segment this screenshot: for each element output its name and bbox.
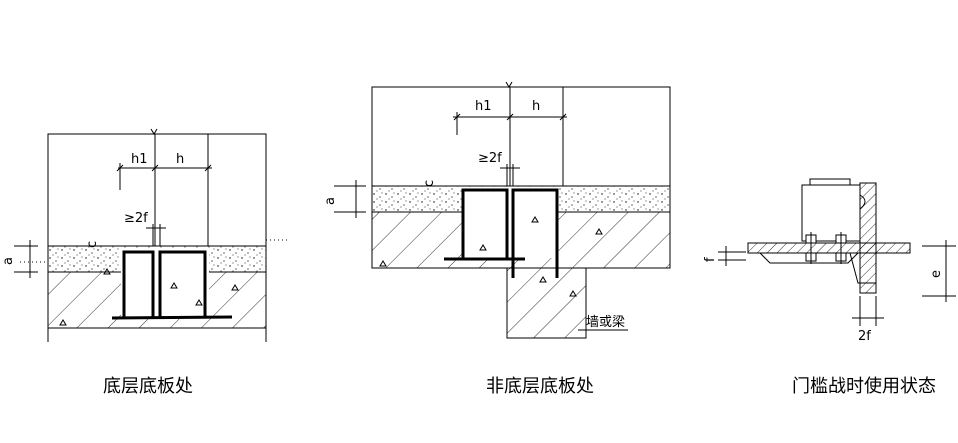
caption-threshold-wartime: 门槛战时使用状态 <box>792 376 936 397</box>
dimension-f: f <box>703 246 746 266</box>
dimension-a: a <box>323 180 366 218</box>
dimension-gap: ≥2f <box>478 151 520 186</box>
dimension-h1-h: h1 h <box>453 99 567 135</box>
threshold-steel-bars <box>444 188 559 278</box>
label-gap: ≥2f <box>124 211 148 226</box>
label-h1: h1 <box>131 152 148 167</box>
dimension-e: e <box>922 240 956 302</box>
label-a: a <box>323 197 338 205</box>
dimension-a: a <box>1 240 38 278</box>
door-frame-outline <box>47 128 267 246</box>
wall-or-beam <box>506 267 587 339</box>
beam-callout: 墙或梁 <box>578 315 628 331</box>
caption-ground-floor: 底层底板处 <box>103 376 193 397</box>
label-c: c <box>85 241 100 248</box>
label-a: a <box>1 257 16 265</box>
label-f: f <box>703 257 718 262</box>
dimension-gap: ≥2f <box>124 211 166 246</box>
label-e: e <box>929 270 944 278</box>
label-c: c <box>422 180 437 187</box>
label-gap: ≥2f <box>478 151 502 166</box>
threshold-steel-bars <box>111 250 233 320</box>
label-2f: 2f <box>858 329 871 344</box>
door-frame-outline <box>371 81 671 186</box>
caption-upper-floor: 非底层底板处 <box>486 376 594 397</box>
panel-ground-floor-slab: h1 h ≥2f c a 底层底板处 <box>1 128 290 397</box>
label-h: h <box>532 99 540 114</box>
dimension-2f: 2f <box>852 296 884 344</box>
panel-threshold-wartime: f e 2f 门槛战时使用状态 <box>703 178 956 397</box>
label-h1: h1 <box>475 99 492 114</box>
label-beam: 墙或梁 <box>586 315 625 330</box>
label-h: h <box>176 152 184 167</box>
dimension-h1-h: h1 h <box>116 152 212 190</box>
panel-upper-floor-slab: h1 h ≥2f c a 墙或梁 非底层底板处 <box>323 81 671 397</box>
threshold-steel-angle <box>747 242 911 254</box>
bolts <box>805 232 847 264</box>
